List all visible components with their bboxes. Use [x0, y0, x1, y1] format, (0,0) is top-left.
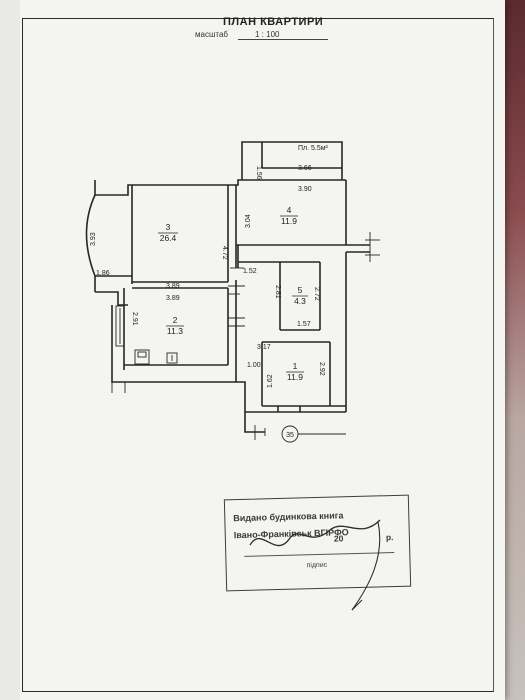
room-2-number: 2	[173, 315, 178, 325]
room-1-number: 1	[293, 361, 298, 371]
dim-room4-top: 3.66	[298, 165, 312, 172]
window-left	[115, 305, 125, 347]
dim-balcony-height: 1.56	[255, 166, 262, 180]
dim-bay-width: 1.86	[96, 270, 110, 277]
scale-label: масштаб	[195, 30, 228, 39]
handwritten-signature	[249, 519, 381, 611]
plan-title: ПЛАН КВАРТИРИ	[223, 16, 324, 28]
room-labels: 3 26.4 4 11.9 5 4.3 2 11.3 1 11.9	[158, 205, 308, 382]
sink-icon	[166, 352, 178, 364]
dimension-labels: Пл. 5.5м² 1.56 3.66 3.90 3.04 3.93 4.72 …	[90, 145, 329, 439]
walls	[85, 141, 370, 433]
room-3-area: 26.4	[160, 233, 177, 243]
dim-room4-left: 3.04	[245, 214, 252, 228]
apartment-number: 35	[286, 432, 294, 439]
dim-room5-bottom: 1.57	[297, 321, 311, 328]
dim-room1-right: 2.92	[318, 362, 325, 376]
dim-hall-width: 1.52	[243, 268, 257, 275]
room-2-area: 11.3	[167, 326, 183, 336]
drawing-frame: ПЛАН КВАРТИРИ масштаб 1 : 100	[22, 16, 494, 692]
room-3-number: 3	[166, 222, 171, 232]
room-5-area: 4.3	[294, 296, 306, 306]
previous-sheet-edge	[0, 0, 20, 700]
dim-room5-left: 2.81	[274, 285, 281, 299]
dim-room3-right: 4.72	[221, 246, 228, 260]
bay-window	[85, 194, 96, 277]
dim-room3-bottom: 3.89	[166, 283, 180, 290]
room-4-number: 4	[287, 205, 292, 215]
dim-hall-length: 3.17	[257, 344, 271, 351]
dim-room4-top-inner: 3.90	[298, 186, 312, 193]
balcony-outline	[241, 141, 343, 180]
dim-room1-left: 1.62	[267, 374, 274, 388]
dim-room5-right: 2.72	[313, 287, 320, 301]
balcony-label: Пл. 5.5м²	[298, 145, 329, 152]
room-5-number: 5	[298, 285, 303, 295]
scale-value: 1 : 100	[255, 30, 280, 39]
room-4-area: 11.9	[281, 216, 297, 226]
floor-plan: 3 26.4 4 11.9 5 4.3 2 11.3 1 11.9 Пл. 5.…	[85, 141, 380, 443]
scale-underline	[238, 39, 328, 40]
dim-room1-top: 1.00	[247, 362, 261, 369]
stove-icon	[134, 349, 150, 365]
dim-room2-top: 3.89	[166, 295, 180, 302]
document-sheet: ПЛАН КВАРТИРИ масштаб 1 : 100	[0, 0, 505, 700]
fixtures	[111, 232, 380, 443]
dim-room2-left: 2.91	[131, 312, 138, 326]
dim-room3-left: 3.93	[90, 232, 97, 246]
outer-wall-bottom-left	[111, 370, 237, 383]
room-1-area: 11.9	[287, 372, 303, 382]
